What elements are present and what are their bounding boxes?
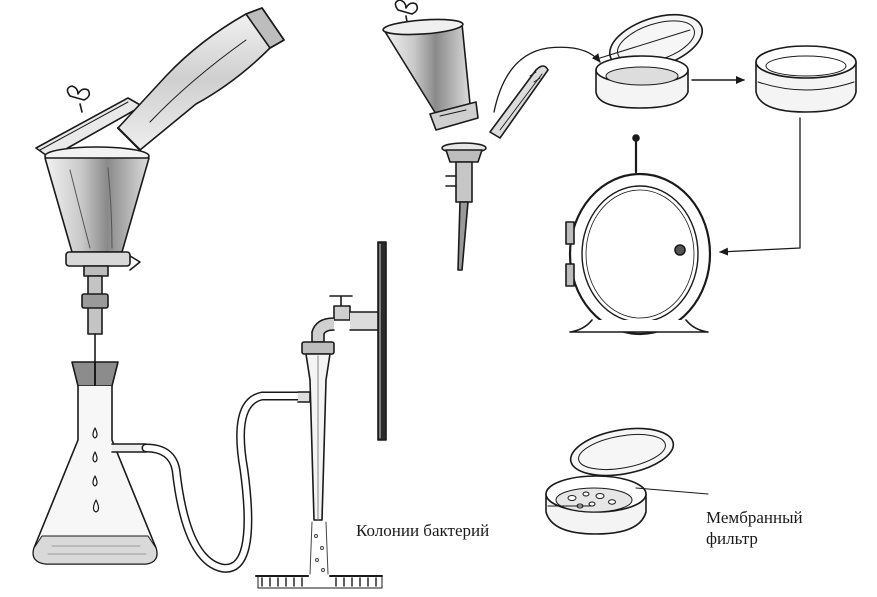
filter-funnel [45,158,149,252]
water-tap-icon [312,296,378,342]
funnel-clamp [66,252,130,266]
label-membrane-filter: Мембранный фильтр [706,507,803,549]
membrane-filter-disc [556,488,632,512]
label-bacterial-colonies: Колонии бактерий [356,520,489,541]
pointer-membrane [636,488,708,494]
drain-sink [256,576,382,588]
filtrate-liquid [33,536,157,564]
arrow-dish-to-incubator [720,118,800,252]
arrow-holder-to-dish [494,47,600,112]
label-membrane-line1: Мембранный [706,507,803,528]
tweezers-icon [490,66,548,138]
petri-dish-open [596,4,709,108]
petri-dish-colonies [546,421,677,534]
vacuum-tubing [146,396,298,568]
water-jet-pump [298,342,334,520]
water-stream [310,522,328,574]
wing-nut-icon [67,86,89,112]
incubator-icon [566,135,710,334]
label-membrane-line2: фильтр [706,528,803,549]
filter-holder-cup [384,24,470,114]
outlet-tube [458,202,468,270]
flask-side-arm [112,444,146,452]
wall-board [378,242,386,440]
sample-bottle [118,8,284,150]
petri-dish-closed [756,46,856,112]
